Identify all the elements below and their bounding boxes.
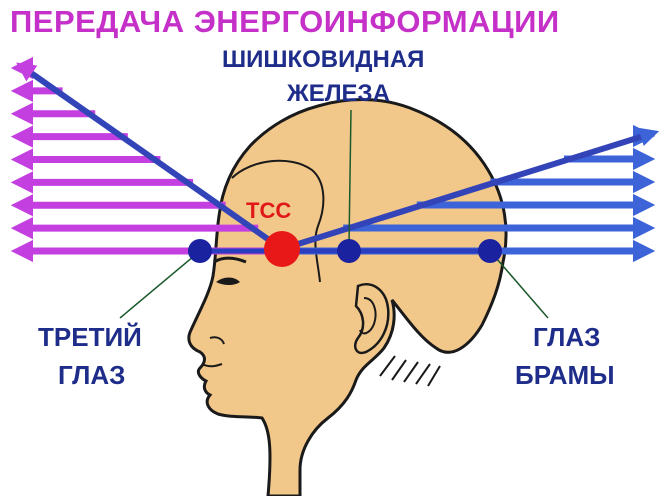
mouth — [201, 363, 223, 368]
brahma-eye-pointer — [489, 250, 549, 319]
brahma-eye-label-line1: ГЛАЗ — [533, 322, 601, 352]
eye — [216, 277, 240, 285]
magenta-diagonal-beam — [16, 62, 284, 252]
ear — [354, 283, 390, 355]
brahma-eye-label-line2: БРАМЫ — [515, 360, 615, 390]
pineal-gland-node — [337, 239, 361, 263]
third-eye-node — [188, 239, 212, 263]
third-eye-pointer — [119, 250, 201, 319]
pineal-gland-label-line2: ЖЕЛЕЗА — [287, 80, 390, 107]
pineal-pointer — [348, 109, 352, 245]
brahma-eye-node — [478, 239, 502, 263]
head-silhouette — [187, 98, 508, 498]
nostril — [209, 336, 225, 345]
tss-node — [264, 231, 300, 267]
third-eye-label-line1: ТРЕТИЙ — [38, 322, 142, 352]
third-eye-label-line2: ГЛАЗ — [58, 360, 126, 390]
sideburn-lines — [379, 355, 441, 387]
eyebrow — [213, 256, 247, 264]
blue-diagonal-beam — [281, 127, 660, 252]
diagram-title: ПЕРЕДАЧА ЭНЕРГОИНФОРМАЦИИ — [10, 4, 560, 39]
ear-inner — [359, 297, 377, 335]
pineal-gland-label-line1: ШИШКОВИДНАЯ — [222, 46, 425, 73]
tss-label: ТСС — [246, 198, 292, 223]
